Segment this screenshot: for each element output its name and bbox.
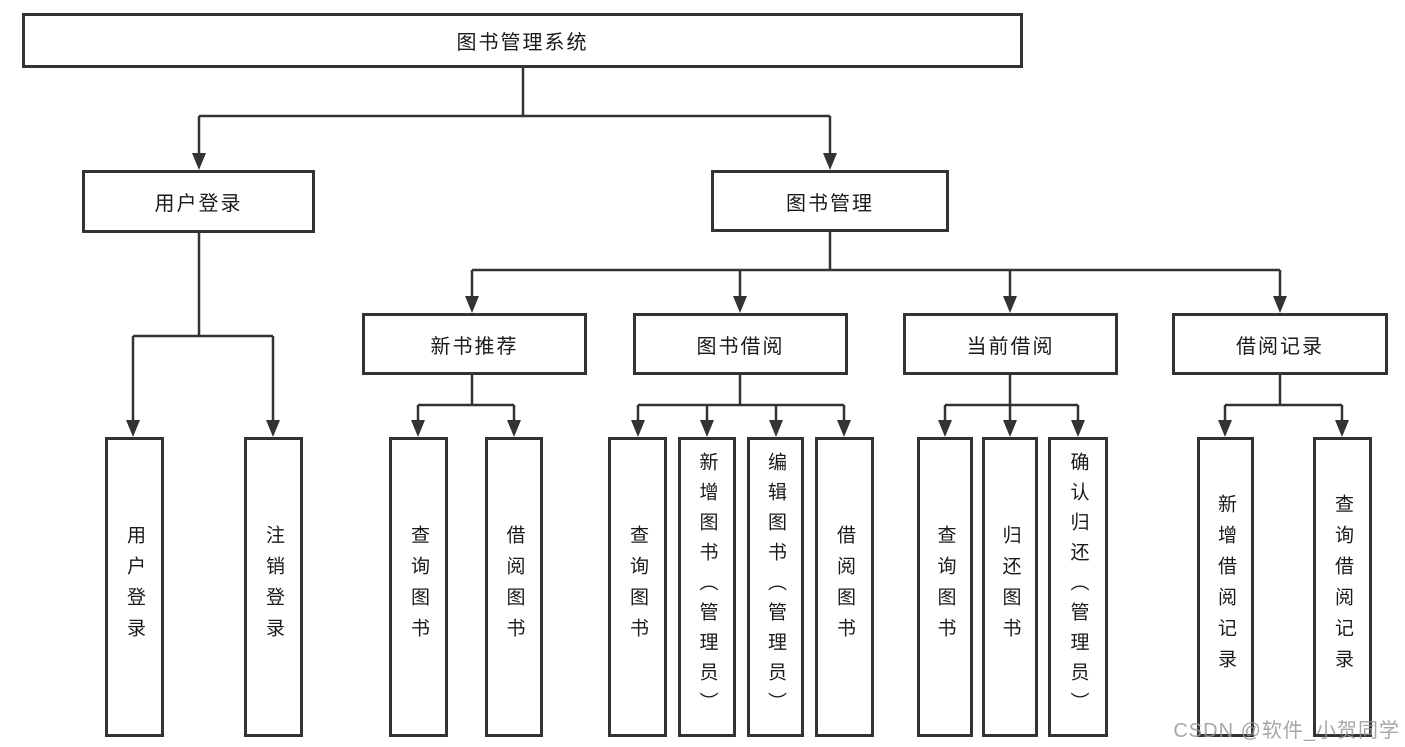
leaf-return-books: 归还图书 <box>982 437 1038 737</box>
leaf-query-books: 查询图书 <box>389 437 448 737</box>
leaf-borrow-books: 借阅图书 <box>485 437 543 737</box>
node-book-borrowing: 图书借阅 <box>633 313 848 375</box>
arrowheads <box>126 153 1349 437</box>
node-library-management-system: 图书管理系统 <box>22 13 1023 68</box>
node-book-management: 图书管理 <box>711 170 949 232</box>
leaf-query-borrow-record: 查询借阅记录 <box>1313 437 1372 737</box>
node-new-book-recommendation: 新书推荐 <box>362 313 587 375</box>
leaf-query-books: 查询图书 <box>917 437 973 737</box>
leaf-add-borrow-record: 新增借阅记录 <box>1197 437 1254 737</box>
leaf-logout: 注销登录 <box>244 437 303 737</box>
csdn-watermark: CSDN @软件_小贺同学 <box>1173 720 1400 742</box>
node-borrowing-records: 借阅记录 <box>1172 313 1388 375</box>
leaf-edit-books-admin: 编辑图书（管理员） <box>747 437 804 737</box>
leaf-confirm-return-admin: 确认归还（管理员） <box>1048 437 1108 737</box>
leaf-borrow-books: 借阅图书 <box>815 437 874 737</box>
leaf-query-books: 查询图书 <box>608 437 667 737</box>
node-current-borrowing: 当前借阅 <box>903 313 1118 375</box>
leaf-user-login: 用户登录 <box>105 437 164 737</box>
leaf-add-books-admin: 新增图书（管理员） <box>678 437 736 737</box>
node-user-login: 用户登录 <box>82 170 315 233</box>
